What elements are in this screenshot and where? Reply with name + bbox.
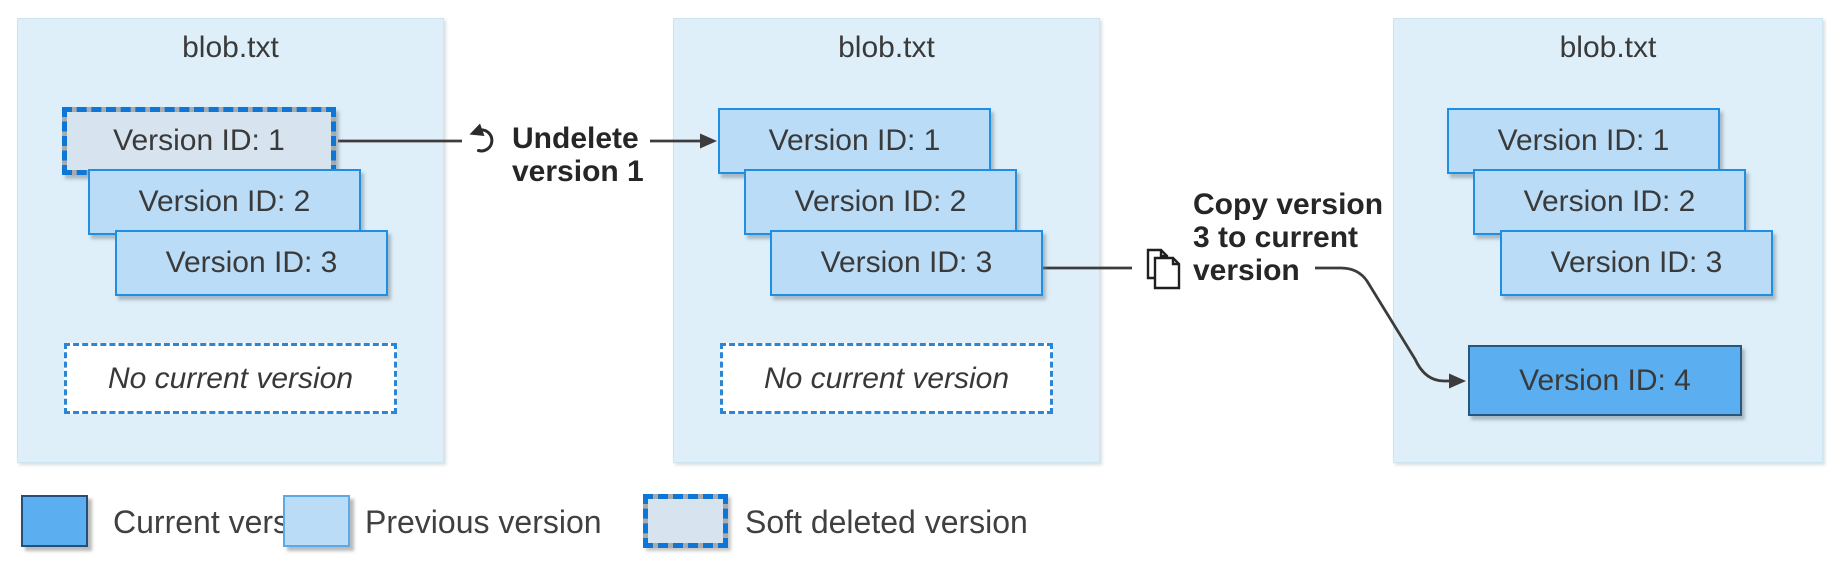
legend-swatch-soft-deleted — [643, 494, 728, 548]
version-box-current: Version ID: 4 — [1468, 345, 1742, 416]
legend-label-previous: Previous version — [365, 504, 602, 540]
copy-icon — [1146, 248, 1181, 290]
undelete-line-2: version 1 — [512, 155, 644, 188]
panel-3-title: blob.txt — [1559, 31, 1657, 64]
version-box: Version ID: 2 — [744, 169, 1017, 235]
copy-line-1: Copy version — [1193, 188, 1384, 221]
version-box: Version ID: 3 — [115, 230, 388, 296]
copy-line-3: version — [1193, 254, 1300, 287]
legend-swatch-previous — [283, 495, 350, 547]
version-box: Version ID: 3 — [770, 230, 1043, 296]
copy-line-2: 3 to current — [1193, 221, 1359, 254]
version-box: Version ID: 1 — [718, 108, 991, 174]
version-box: Version ID: 2 — [88, 169, 361, 235]
copy-annotation: Copy version 3 to current version — [1193, 188, 1383, 287]
version-box: Version ID: 1 — [1447, 108, 1720, 174]
version-box-soft-deleted: Version ID: 1 — [62, 107, 336, 175]
undo-icon — [469, 123, 494, 153]
panel-1-title: blob.txt — [182, 31, 279, 64]
panel-2-title: blob.txt — [838, 31, 935, 64]
version-box: Version ID: 2 — [1473, 169, 1746, 235]
legend-swatch-current — [21, 495, 88, 547]
undelete-annotation: Undelete version 1 — [512, 122, 644, 188]
undelete-line-1: Undelete — [512, 122, 639, 155]
version-box: Version ID: 3 — [1500, 230, 1773, 296]
no-current-version-box: No current version — [720, 343, 1053, 414]
legend-label-soft-deleted: Soft deleted version — [745, 504, 1028, 540]
no-current-version-box: No current version — [64, 343, 397, 414]
